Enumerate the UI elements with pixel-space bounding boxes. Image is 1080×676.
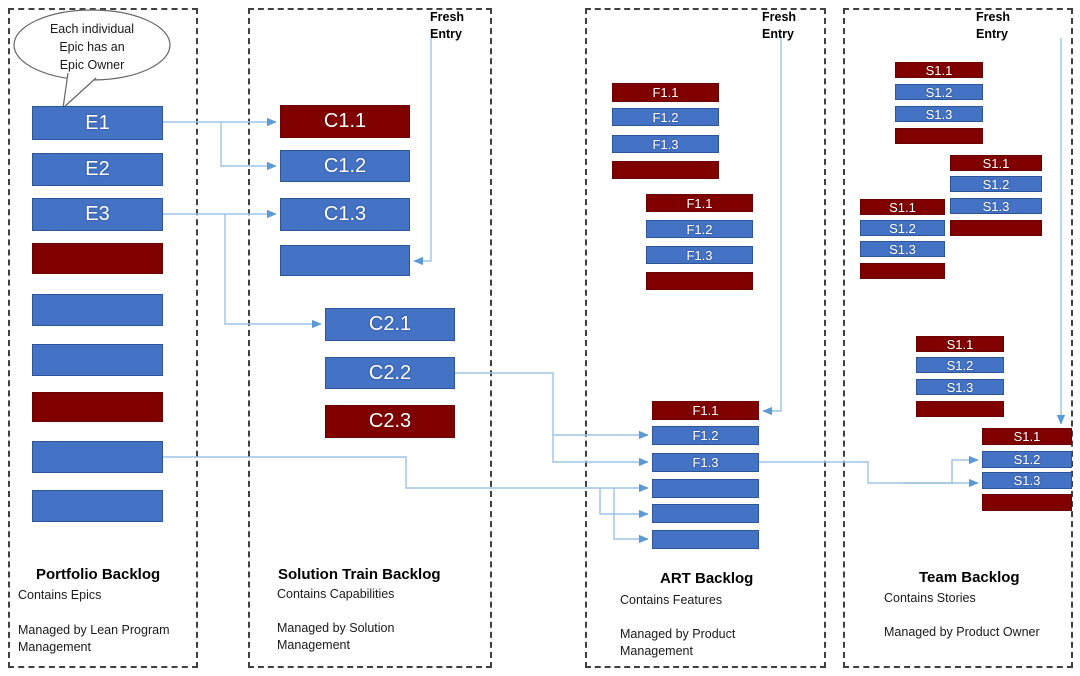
backlog-item-team-s1-2[interactable]: S1.2 xyxy=(916,357,1004,373)
backlog-item-team-s1-1[interactable]: S1.1 xyxy=(916,336,1004,352)
callout-label: Each individual Epic has an Epic Owner xyxy=(49,22,135,73)
backlog-item-team-s1-2[interactable]: S1.2 xyxy=(895,84,983,100)
backlog-item-solution-train-c2-1[interactable]: C2.1 xyxy=(325,308,455,341)
managed-by-art-backlog: Managed by Product Management xyxy=(620,627,736,658)
backlog-item-art-unlabeled-12[interactable] xyxy=(652,504,759,523)
backlog-item-team-unlabeled-19[interactable] xyxy=(982,494,1072,511)
backlog-item-art-unlabeled-3[interactable] xyxy=(612,161,719,179)
backlog-item-team-s1-3[interactable]: S1.3 xyxy=(860,241,945,257)
backlog-item-team-s1-1[interactable]: S1.1 xyxy=(982,428,1072,445)
backlog-item-team-s1-3[interactable]: S1.3 xyxy=(950,198,1042,214)
backlog-item-team-s1-3[interactable]: S1.3 xyxy=(982,472,1072,489)
backlog-item-team-s1-2[interactable]: S1.2 xyxy=(860,220,945,236)
backlog-item-portfolio-unlabeled-3[interactable] xyxy=(32,243,163,274)
column-solution-train-backlog xyxy=(248,8,492,668)
backlog-item-solution-train-c2-3[interactable]: C2.3 xyxy=(325,405,455,438)
title-portfolio-backlog: Portfolio Backlog xyxy=(36,566,161,583)
backlog-item-portfolio-unlabeled-8[interactable] xyxy=(32,490,163,522)
fresh-entry-label-solution-train: Fresh Entry xyxy=(430,10,465,41)
backlog-item-art-f1-1[interactable]: F1.1 xyxy=(652,401,759,420)
subtitle-solution-train-backlog: Contains Capabilities xyxy=(277,587,395,601)
backlog-item-team-s1-2[interactable]: S1.2 xyxy=(950,176,1042,192)
backlog-item-team-s1-3[interactable]: S1.3 xyxy=(895,106,983,122)
column-team-backlog xyxy=(843,8,1073,668)
managed-by-portfolio-backlog: Managed by Lean Program Management xyxy=(18,623,170,654)
backlog-item-art-f1-3[interactable]: F1.3 xyxy=(646,246,753,264)
title-team-backlog: Team Backlog xyxy=(919,569,1020,586)
subtitle-art-backlog: Contains Features xyxy=(620,593,723,607)
backlog-item-portfolio-e3[interactable]: E3 xyxy=(32,198,163,231)
backlog-item-team-s1-2[interactable]: S1.2 xyxy=(982,451,1072,468)
backlog-item-art-f1-1[interactable]: F1.1 xyxy=(612,83,719,102)
backlog-item-portfolio-unlabeled-5[interactable] xyxy=(32,344,163,376)
backlog-item-portfolio-unlabeled-7[interactable] xyxy=(32,441,163,473)
column-portfolio-backlog xyxy=(8,8,198,668)
backlog-item-solution-train-c1-3[interactable]: C1.3 xyxy=(280,198,410,231)
backlog-item-solution-train-c1-1[interactable]: C1.1 xyxy=(280,105,410,138)
column-art-backlog xyxy=(585,8,826,668)
backlog-item-art-f1-3[interactable]: F1.3 xyxy=(652,453,759,472)
backlog-item-team-unlabeled-3[interactable] xyxy=(895,128,983,144)
backlog-item-team-s1-1[interactable]: S1.1 xyxy=(860,199,945,215)
fresh-entry-label-team: Fresh Entry xyxy=(976,10,1011,41)
backlog-item-portfolio-unlabeled-4[interactable] xyxy=(32,294,163,326)
backlog-item-art-unlabeled-7[interactable] xyxy=(646,272,753,290)
backlog-item-team-s1-3[interactable]: S1.3 xyxy=(916,379,1004,395)
backlog-item-art-unlabeled-11[interactable] xyxy=(652,479,759,498)
backlog-item-art-f1-2[interactable]: F1.2 xyxy=(652,426,759,445)
backlog-item-portfolio-e1[interactable]: E1 xyxy=(32,106,163,140)
backlog-item-portfolio-unlabeled-6[interactable] xyxy=(32,392,163,422)
title-solution-train-backlog: Solution Train Backlog xyxy=(278,566,441,583)
backlog-item-team-unlabeled-11[interactable] xyxy=(860,263,945,279)
backlog-item-portfolio-e2[interactable]: E2 xyxy=(32,153,163,186)
fresh-entry-label-art: Fresh Entry xyxy=(762,10,797,41)
backlog-item-art-unlabeled-13[interactable] xyxy=(652,530,759,549)
backlog-item-team-unlabeled-15[interactable] xyxy=(916,401,1004,417)
backlog-item-team-s1-1[interactable]: S1.1 xyxy=(895,62,983,78)
managed-by-solution-train-backlog: Managed by Solution Management xyxy=(277,621,395,652)
subtitle-team-backlog: Contains Stories xyxy=(884,591,976,605)
backlog-item-solution-train-c1-2[interactable]: C1.2 xyxy=(280,150,410,182)
backlog-item-art-f1-2[interactable]: F1.2 xyxy=(646,220,753,238)
backlog-item-art-f1-2[interactable]: F1.2 xyxy=(612,108,719,126)
title-art-backlog: ART Backlog xyxy=(660,570,754,587)
subtitle-portfolio-backlog: Contains Epics xyxy=(18,588,102,602)
backlog-item-team-s1-1[interactable]: S1.1 xyxy=(950,155,1042,171)
backlog-item-art-f1-1[interactable]: F1.1 xyxy=(646,194,753,212)
backlog-item-solution-train-c2-2[interactable]: C2.2 xyxy=(325,357,455,389)
backlog-item-team-unlabeled-7[interactable] xyxy=(950,220,1042,236)
backlog-item-solution-train-unlabeled-3[interactable] xyxy=(280,245,410,276)
backlog-item-art-f1-3[interactable]: F1.3 xyxy=(612,135,719,153)
managed-by-team-backlog: Managed by Product Owner xyxy=(884,625,1040,639)
